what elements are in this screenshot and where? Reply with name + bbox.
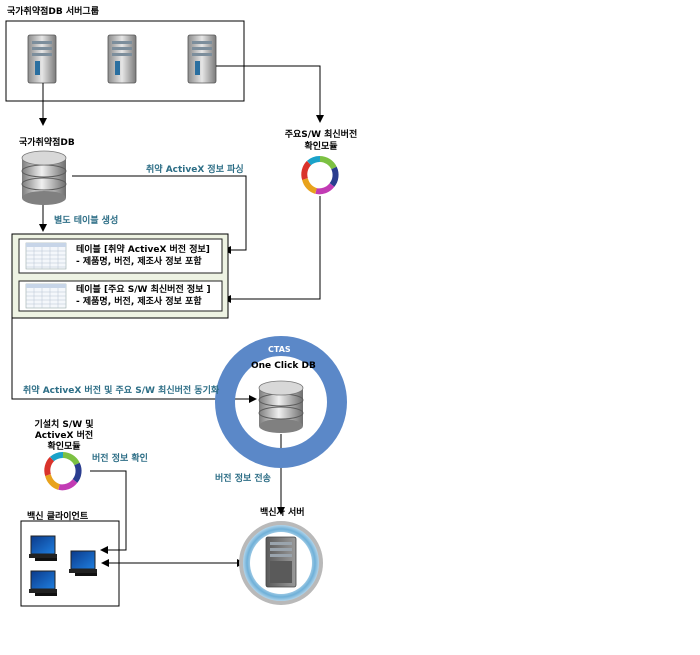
label-sync: 취약 ActiveX 버전 및 주요 S/W 최신버전 동기화 (23, 386, 220, 396)
installed-module-line2: ActiveX 버전 (34, 431, 94, 441)
arrow-servers-to-swmodule (216, 65, 324, 123)
server-icon (187, 34, 217, 84)
server-group-box (5, 20, 245, 102)
label-version-check: 버전 정보 확인 (92, 454, 148, 464)
table1-line2: - 제품명, 버전, 제조사 정보 포함 (76, 257, 202, 267)
vaccine-server-title: 백신사 서버 (260, 508, 305, 518)
arrow-swmodule-to-table2 (223, 196, 321, 303)
installed-module-line3: 확인모듈 (47, 442, 81, 452)
ctas-ring (215, 336, 347, 468)
spreadsheet-icon (25, 283, 67, 309)
arrow-parse-to-table1 (72, 175, 247, 254)
computer-icon (69, 550, 97, 576)
label-create-table: 별도 테이블 생성 (54, 216, 119, 226)
label-version-send: 버전 정보 전송 (215, 474, 271, 484)
cycle-icon (44, 452, 82, 491)
table2-line1: 테이블 [주요 S/W 최신버전 정보 ] (76, 285, 211, 295)
vaccine-client-box (20, 520, 120, 607)
sw-module-line1: 주요S/W 최신버전 (284, 130, 358, 140)
spreadsheet-icon (25, 242, 67, 270)
vaccine-client-title: 백신 클라이언트 (27, 512, 89, 522)
database-icon (21, 150, 67, 205)
ctas-label: CTAS (268, 345, 291, 354)
one-click-db-label: One Click DB (251, 361, 316, 371)
national-db-title: 국가취약점DB (19, 138, 75, 148)
installed-module-line1: 기설치 S/W 및 (34, 420, 94, 430)
cycle-icon (301, 156, 339, 195)
label-parse-activex: 취약 ActiveX 정보 파싱 (146, 165, 244, 175)
server-icon (265, 536, 297, 588)
arrow-sync-to-ctas (11, 318, 257, 403)
sw-module-line2: 확인모듈 (304, 142, 338, 152)
table2-line2: - 제품명, 버전, 제조사 정보 포함 (76, 297, 202, 307)
server-icon (27, 34, 57, 84)
database-icon (258, 380, 304, 433)
server-icon (107, 34, 137, 84)
arrow-module-to-client (90, 470, 127, 554)
computer-icon (29, 570, 57, 596)
table1-line1: 테이블 [취약 ActiveX 버전 정보] (76, 245, 210, 255)
computer-icon (29, 535, 57, 561)
server-group-title: 국가취약점DB 서버그룹 (7, 7, 99, 17)
